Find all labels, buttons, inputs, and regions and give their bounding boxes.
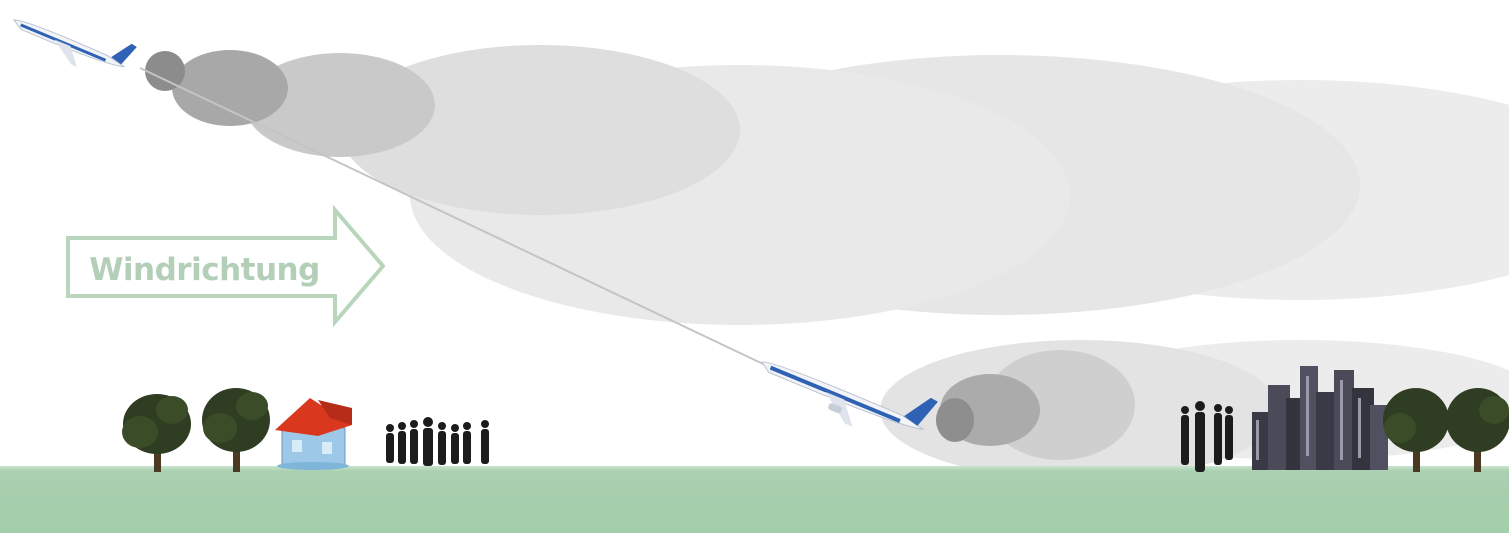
wind-direction-label: Windrichtung [72, 244, 337, 296]
tree-icon [202, 388, 270, 472]
tree-icon [1383, 388, 1449, 472]
house-icon [275, 398, 352, 470]
airplane-icon [7, 0, 138, 85]
tree-icon [1446, 388, 1509, 472]
people-icon [386, 417, 489, 466]
ground [0, 466, 1509, 533]
tree-icon [122, 394, 191, 472]
